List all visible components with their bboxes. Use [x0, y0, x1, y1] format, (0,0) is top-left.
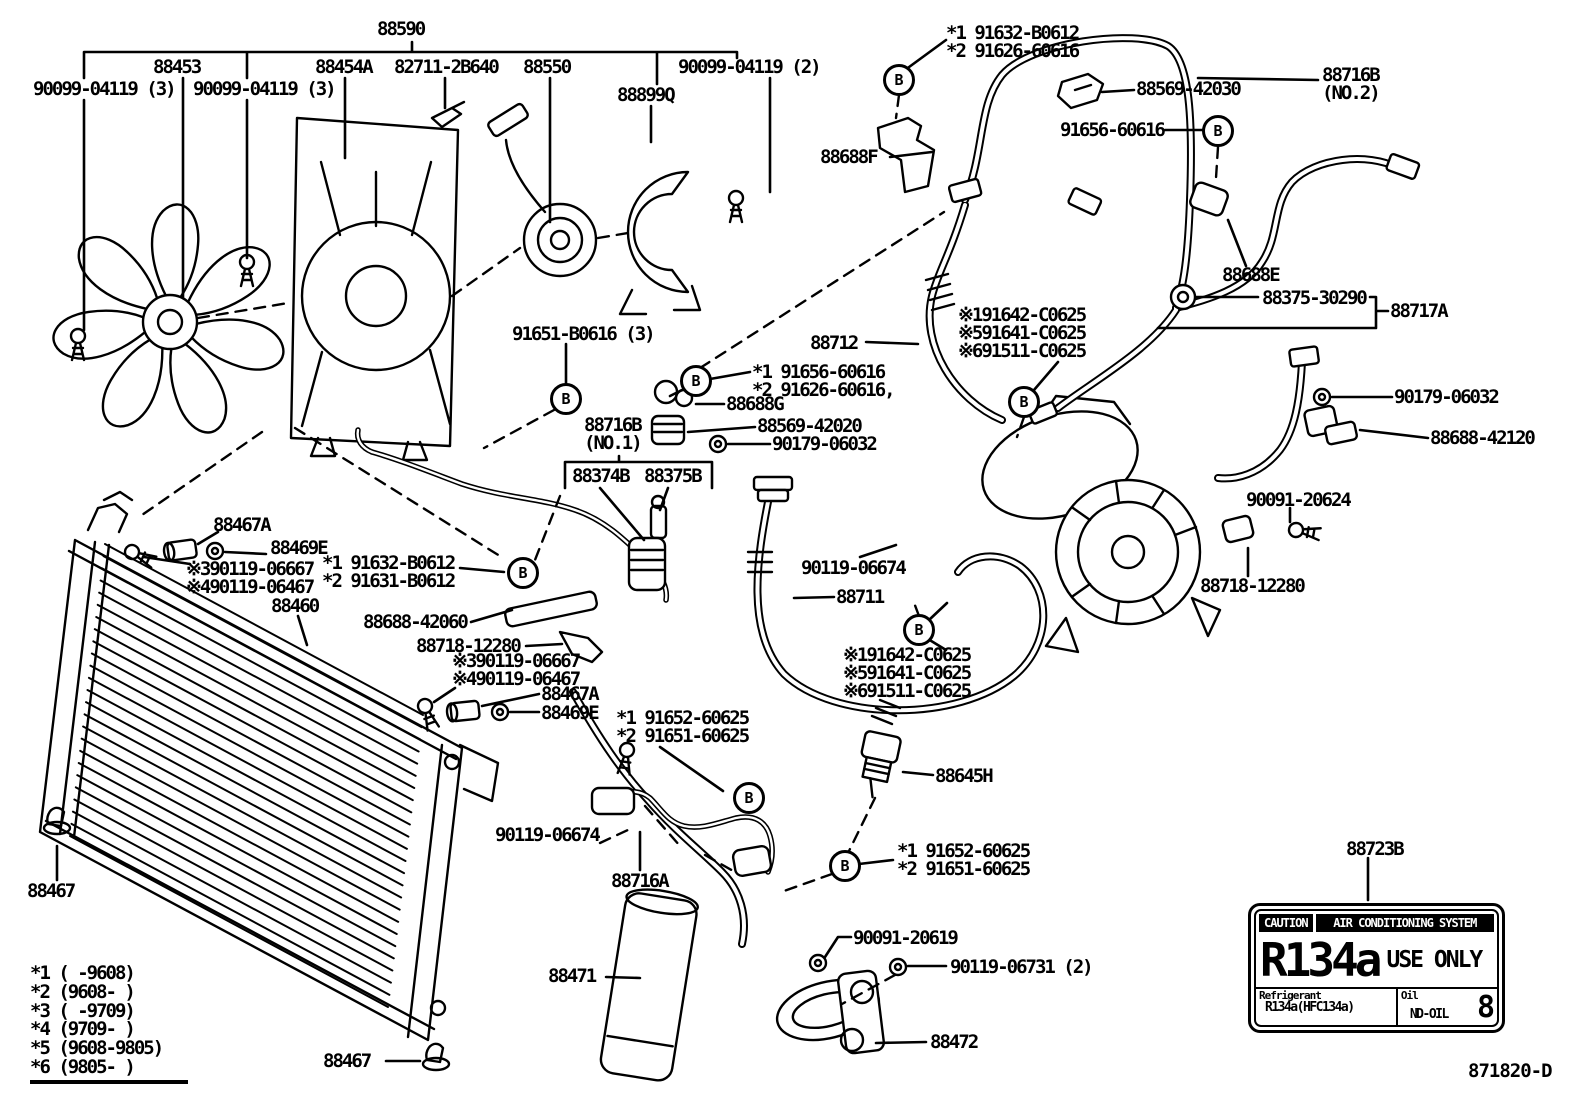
- part-label: 88569-42030: [1136, 78, 1242, 100]
- b-marker: B: [733, 782, 765, 814]
- part-label: 90099-04119 (3): [33, 78, 177, 100]
- part-label: 88718-12280: [416, 635, 522, 657]
- part-label: ※191642-C0625 ※591641-C0625 ※691511-C062…: [958, 304, 1087, 362]
- part-label: 88469E: [541, 702, 600, 724]
- part-label: 90099-04119 (3): [193, 78, 337, 100]
- part-label: 88645H: [935, 765, 994, 787]
- part-label: 90179-06032: [1394, 386, 1500, 408]
- part-label: 88471: [548, 965, 597, 987]
- footnote-line: *3 ( -9709): [30, 999, 136, 1022]
- part-label: 88469E: [270, 537, 329, 559]
- part-label: 88712: [810, 332, 859, 354]
- part-label: 88716A: [611, 870, 670, 892]
- part-label: 90091-20619: [853, 927, 959, 949]
- footnote-line: *2 (9608- ): [30, 980, 136, 1003]
- part-label: ※191642-C0625 ※591641-C0625 ※691511-C062…: [843, 644, 972, 702]
- oil-title: Oil: [1400, 989, 1419, 1002]
- part-label: 88569-42020: [757, 415, 863, 437]
- b-marker: B: [680, 365, 712, 397]
- part-label: 88454A: [315, 56, 374, 78]
- part-label: ※390119-06667 ※490119-06467: [186, 558, 315, 598]
- footnote-line: *5 (9608-9805): [30, 1037, 164, 1060]
- part-label: *1 91652-60625 *2 91651-60625: [616, 707, 750, 747]
- part-label: 90119-06731 (2): [950, 956, 1094, 978]
- b-marker: B: [507, 557, 539, 589]
- footnote-line: *4 (9709- ): [30, 1018, 136, 1041]
- b-marker: B: [1202, 115, 1234, 147]
- caution-label-caution: CAUTION: [1259, 914, 1313, 932]
- part-label: 88467: [323, 1050, 372, 1072]
- part-label: 91656-60616: [1060, 119, 1166, 141]
- part-label: 88718-12280: [1200, 575, 1306, 597]
- drawing-number: 871820-D: [1468, 1060, 1553, 1082]
- b-marker: B: [550, 383, 582, 415]
- part-label: 88550: [523, 56, 572, 78]
- part-label: 88467A: [541, 683, 600, 705]
- part-label: 88688E: [1222, 264, 1281, 286]
- refrigerant-title: Refrigerant: [1259, 989, 1322, 1002]
- oil-number: 8: [1476, 990, 1495, 1025]
- part-label: 90099-04119 (2): [678, 56, 822, 78]
- b-marker: B: [903, 614, 935, 646]
- part-label: 91651-B0616 (3): [512, 323, 656, 345]
- part-label: 88711: [836, 586, 885, 608]
- part-label: 88460: [271, 595, 320, 617]
- part-label: 88375-30290: [1262, 287, 1368, 309]
- part-label: 90119-06674: [801, 557, 907, 579]
- b-marker: B: [829, 850, 861, 882]
- part-label: 88467: [27, 880, 76, 902]
- footnote-line: *1 ( -9608): [30, 962, 136, 984]
- part-label: 88467A: [213, 514, 272, 536]
- part-label: 88688-42060: [363, 611, 469, 633]
- part-label: 88590: [377, 18, 426, 40]
- part-label: 88688G: [726, 393, 785, 415]
- part-label: 88688-42120: [1430, 427, 1536, 449]
- footnote-legend: *1 ( -9608) *2 (9608- ) *3 ( -9709) *4 (…: [30, 964, 188, 1084]
- part-label: ※390119-06667 ※490119-06467: [452, 650, 581, 690]
- caution-label-system: AIR CONDITIONING SYSTEM: [1315, 914, 1494, 932]
- part-label: 88717A: [1390, 300, 1449, 322]
- refrigerant-code: R134a: [1260, 932, 1383, 987]
- use-only-text: USE ONLY: [1386, 946, 1483, 973]
- part-label: 88899Q: [617, 84, 676, 106]
- refrigerant-value: R134a(HFC134a): [1265, 1000, 1355, 1015]
- part-label: 88374B: [572, 465, 631, 487]
- part-label: *1 91632-B0612 *2 91631-B0612: [322, 552, 456, 592]
- b-marker: B: [883, 64, 915, 96]
- part-label: 88716B (NO.2): [1322, 64, 1381, 104]
- part-label: 88472: [930, 1031, 979, 1053]
- footnote-line: *6 (9805- ): [30, 1055, 136, 1078]
- part-label: *1 91656-60616 *2 91626-60616,: [752, 361, 896, 401]
- part-label: 82711-2B640: [394, 56, 500, 78]
- part-label: 90179-06032: [772, 433, 878, 455]
- part-label: 88688F: [820, 146, 879, 168]
- part-label: *1 91652-60625 *2 91651-60625: [897, 840, 1031, 880]
- part-label: 90119-06674: [495, 824, 601, 846]
- part-label: 88716B (NO.1): [584, 414, 643, 454]
- caution-label: CAUTION AIR CONDITIONING SYSTEM R134a US…: [1248, 903, 1505, 1033]
- part-label: 88723B: [1346, 838, 1405, 860]
- b-marker: B: [1008, 386, 1040, 418]
- part-label: 88375B: [644, 465, 703, 487]
- oil-value: ND-OIL: [1409, 1007, 1449, 1022]
- part-label: 88453: [153, 56, 202, 78]
- part-label: *1 91632-B0612 *2 91626-60616: [946, 22, 1080, 62]
- part-label: 90091-20624: [1246, 489, 1352, 511]
